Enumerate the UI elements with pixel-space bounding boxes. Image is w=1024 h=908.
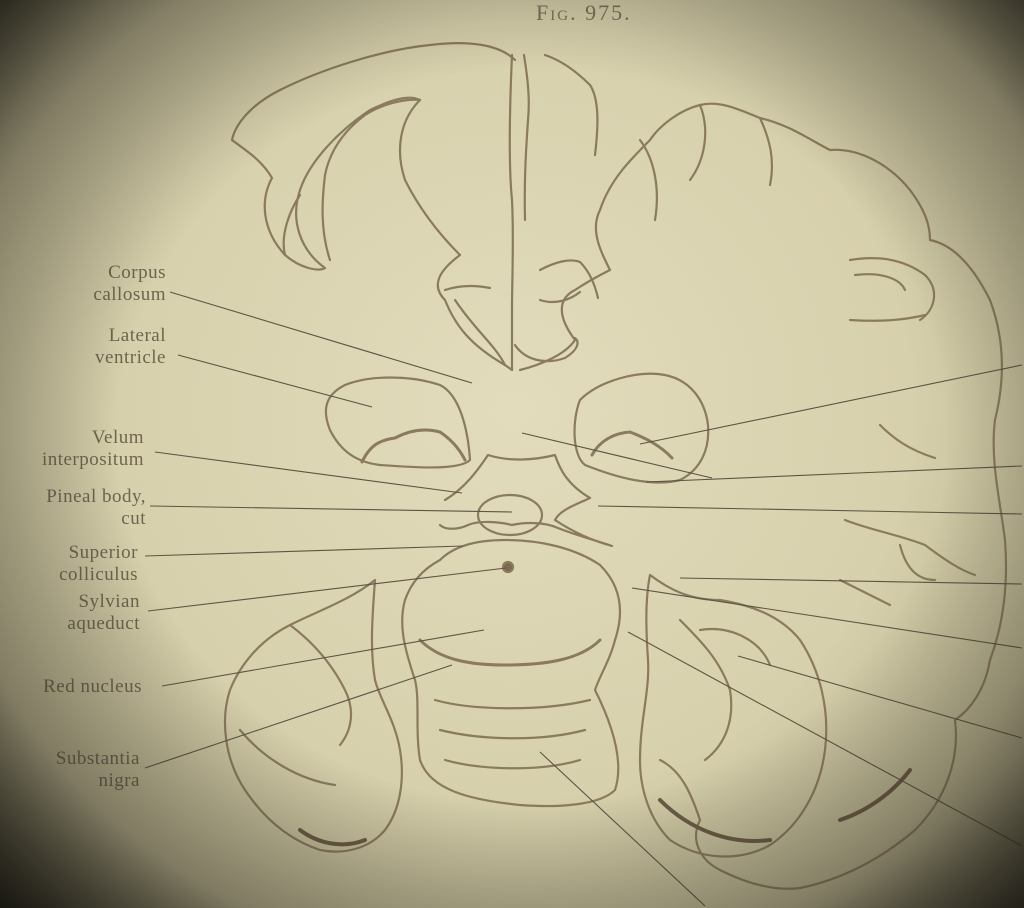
left-hemisphere-outline <box>230 42 517 372</box>
longitudinal-fissure <box>508 53 514 372</box>
label-lateral-ventricle: Lateral ventricle <box>95 325 166 368</box>
label-pineal-body: Pineal body, cut <box>46 486 146 529</box>
label-substantia-nigra: Substantia nigra <box>55 748 140 791</box>
label-superior-colliculus: Superior colliculus <box>59 542 138 585</box>
pineal-body <box>476 493 544 537</box>
leader-corpus-callosum <box>169 291 473 384</box>
right-lateral-ventricle <box>573 372 710 484</box>
sylvian-aqueduct <box>501 560 515 574</box>
label-red-nucleus: Red nucleus <box>43 676 142 697</box>
leader-lateral-ventricle <box>177 354 373 408</box>
left-lateral-ventricle <box>324 376 472 469</box>
midbrain-outline <box>401 538 622 808</box>
label-velum-interpositum: Velum interpositum <box>41 427 144 470</box>
label-sylvian-aqueduct: Sylvian aqueduct <box>67 591 140 634</box>
leader-lines <box>144 291 1023 907</box>
leader-red-nucleus <box>161 629 485 687</box>
leader-pineal-body <box>149 505 513 513</box>
leader-sylvian-aqueduct <box>147 567 507 612</box>
right-hemisphere-outline <box>518 102 1008 890</box>
leader-velum-interpositum <box>154 451 463 494</box>
right-temporal-lobe <box>638 573 828 858</box>
label-corpus-callosum: Corpus callosum <box>93 262 166 305</box>
leader-superior-colliculus <box>144 545 464 557</box>
left-temporal-lobe <box>223 578 403 853</box>
